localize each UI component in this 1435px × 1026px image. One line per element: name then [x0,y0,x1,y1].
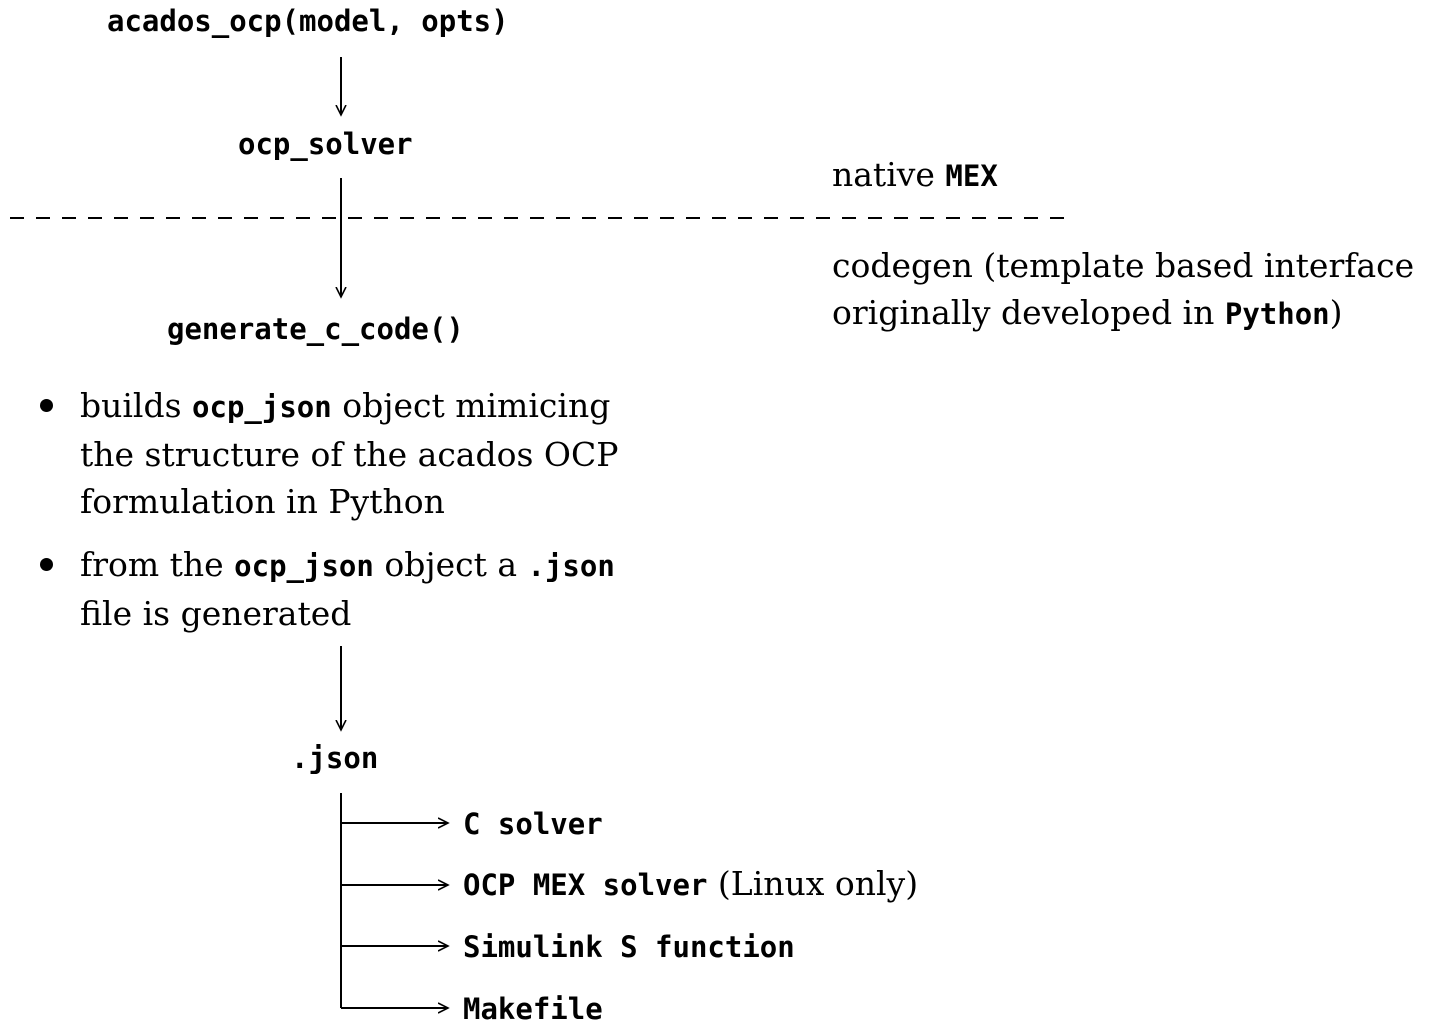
bullet-dot [40,558,53,571]
codegen-line2: originally developed in Python) [832,293,1343,332]
output-makefile: Makefile [463,992,603,1026]
bullet-item-builds: builds ocp_json object mimicing the stru… [80,386,619,521]
output-simulink-s-function: Simulink S function [463,930,795,964]
node-ocp-solver: ocp_solver [238,127,413,161]
bullet-dot [40,399,53,412]
label-codegen: codegen (template based interface origin… [832,242,1414,338]
node-generate-c-code: generate_c_code() [167,312,464,346]
label-native-mex: native MEX [832,158,998,191]
output-ocp-mex-solver: OCP MEX solver (Linux only) [463,864,919,903]
native-code: MEX [945,159,998,193]
native-text: native [832,155,946,194]
node-json-file: .json [291,741,379,775]
node-acados-ocp: acados_ocp(model, opts) [107,4,509,38]
output-c-solver: C solver [463,807,603,841]
codegen-line1: codegen (template based interface [832,246,1415,285]
bullet-item-json-file: from the ocp_json object a .json file is… [80,545,615,633]
